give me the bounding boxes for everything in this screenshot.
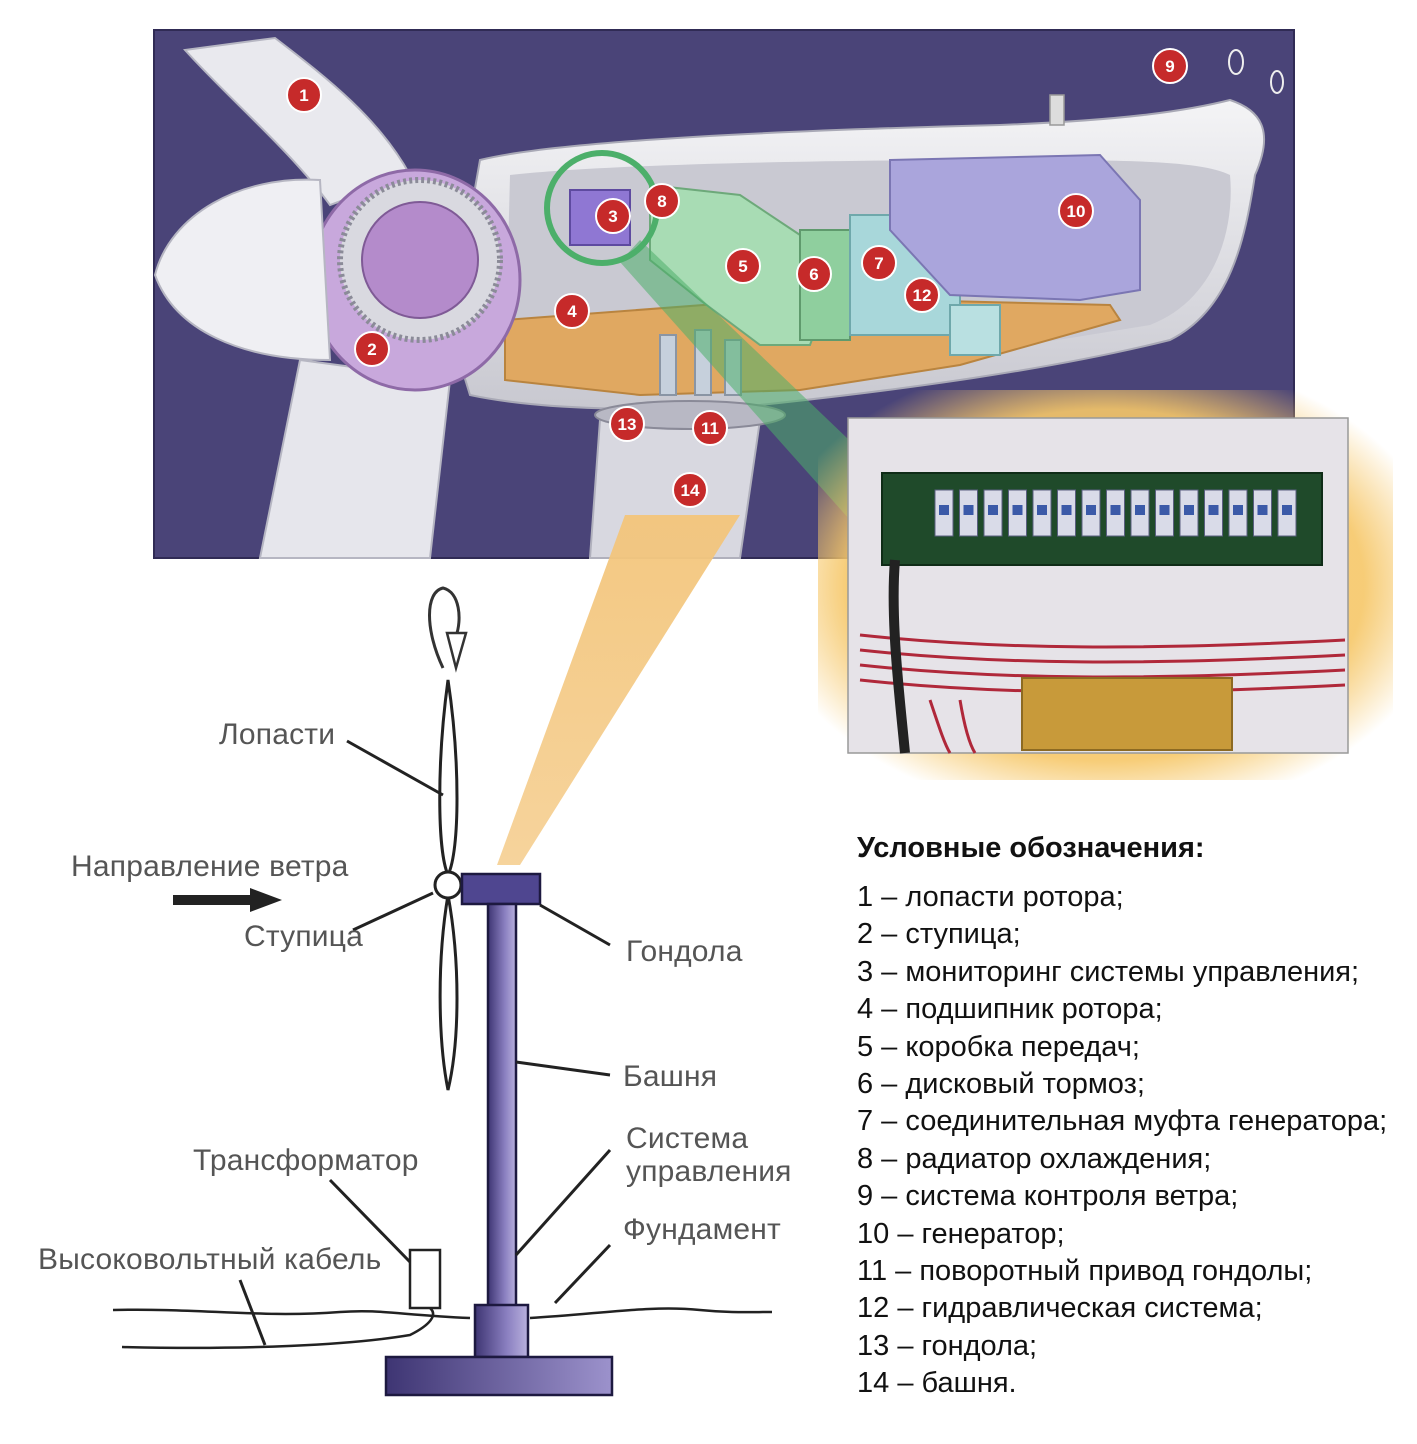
control-system-label-line1: Система: [626, 1122, 749, 1155]
blade-upper: [438, 679, 459, 879]
legend-item: 13 – гондола;: [857, 1329, 1038, 1362]
callout-badge: 11: [692, 410, 728, 446]
callout-number: 12: [913, 286, 932, 305]
foundation-pedestal: [473, 1303, 530, 1359]
zoom-beam: [620, 240, 870, 520]
callout-number: 14: [681, 481, 700, 500]
callout-badge: 13: [609, 406, 645, 442]
spinner: [153, 178, 332, 362]
callout-number: 5: [738, 257, 747, 276]
legend-item: 4 – подшипник ротора;: [857, 993, 1163, 1026]
legend-item: 3 – мониторинг системы управления;: [857, 955, 1360, 988]
legend-item: 6 – дисковый тормоз;: [857, 1068, 1145, 1101]
legend-item: 12 – гидравлическая система;: [857, 1292, 1263, 1325]
callout-badge: 4: [554, 293, 590, 329]
anemometer-icon: [1228, 49, 1244, 75]
callout-badge: 3: [595, 198, 631, 234]
callout-badge: 5: [725, 248, 761, 284]
foundation-label: Фундамент: [623, 1213, 781, 1246]
control-board-inset: [818, 390, 1393, 780]
relay-board: [881, 472, 1323, 566]
wind-direction-label: Направление ветра: [71, 850, 349, 883]
legend-title: Условные обозначения:: [857, 832, 1205, 864]
callout-badge: 2: [354, 331, 390, 367]
nacelle-box: [460, 872, 542, 906]
legend-item: 7 – соединительная муфта генератора;: [857, 1105, 1388, 1138]
callout-number: 10: [1067, 202, 1086, 221]
leader-lines: [238, 739, 612, 1346]
foundation-slab: [384, 1355, 614, 1397]
legend-item: 10 – генератор;: [857, 1217, 1065, 1250]
wind-arrow-icon: [250, 888, 282, 912]
callout-number: 7: [874, 254, 883, 273]
callout-badge: 6: [796, 256, 832, 292]
callout-number: 4: [567, 302, 577, 321]
callout-badge: 14: [672, 472, 708, 508]
legend: Условные обозначения: 1 – лопасти ротора…: [857, 832, 1397, 1403]
transformer-label: Трансформатор: [193, 1144, 419, 1177]
hv-cable-label: Высоковольтный кабель: [38, 1243, 382, 1276]
callout-number: 1: [299, 86, 308, 105]
cable-bundle: [888, 559, 910, 754]
callout-badge: 1: [286, 77, 322, 113]
callout-number: 6: [809, 265, 818, 284]
power-module: [1021, 677, 1233, 751]
control-system-label-line2: управления: [626, 1155, 792, 1188]
legend-item: 1 – лопасти ротора;: [857, 881, 1124, 913]
callout-badge: 7: [861, 245, 897, 281]
callout-number: 13: [618, 415, 637, 434]
hv-cable-line: [121, 1307, 435, 1350]
tower-column: [486, 902, 518, 1308]
legend-item: 11 – поворотный привод гондолы;: [857, 1255, 1313, 1288]
callout-number: 2: [367, 340, 376, 359]
callout-number: 11: [701, 419, 719, 438]
callout-number: 8: [657, 192, 666, 211]
callout-number: 9: [1165, 57, 1174, 76]
callout-badge: 10: [1058, 193, 1094, 229]
turbine-schematic: [112, 586, 773, 1397]
ground-line-left: [112, 1308, 471, 1320]
relay-row: [934, 489, 1297, 537]
hydraulic-unit: [949, 304, 1001, 356]
detail-beam: [497, 515, 740, 865]
legend-item: 9 – система контроля ветра;: [857, 1180, 1239, 1213]
hub-label: Ступица: [244, 920, 364, 953]
wind-sensor-mast: [1049, 94, 1065, 126]
generator: [889, 153, 1141, 302]
transformer-box: [408, 1248, 442, 1310]
ground-line-right: [529, 1307, 773, 1320]
callout-badge: 9: [1152, 48, 1188, 84]
wind-vane-icon: [1270, 70, 1284, 94]
wiring: [859, 633, 1346, 754]
nacelle-label: Гондола: [626, 935, 743, 968]
legend-item: 5 – коробка передач;: [857, 1030, 1140, 1063]
callout-number: 3: [608, 207, 617, 226]
blades-label: Лопасти: [219, 718, 336, 751]
legend-item: 8 – радиатор охлаждения;: [857, 1142, 1212, 1175]
legend-item: 2 – ступица;: [857, 918, 1021, 951]
tower-label: Башня: [623, 1060, 718, 1093]
callout-badge: 12: [904, 277, 940, 313]
blade-lower: [438, 894, 459, 1091]
hub-circle: [433, 870, 463, 900]
legend-item: 14 – башня.: [857, 1367, 1017, 1400]
callout-badge: 8: [644, 183, 680, 219]
rotation-arrow: [428, 586, 461, 669]
